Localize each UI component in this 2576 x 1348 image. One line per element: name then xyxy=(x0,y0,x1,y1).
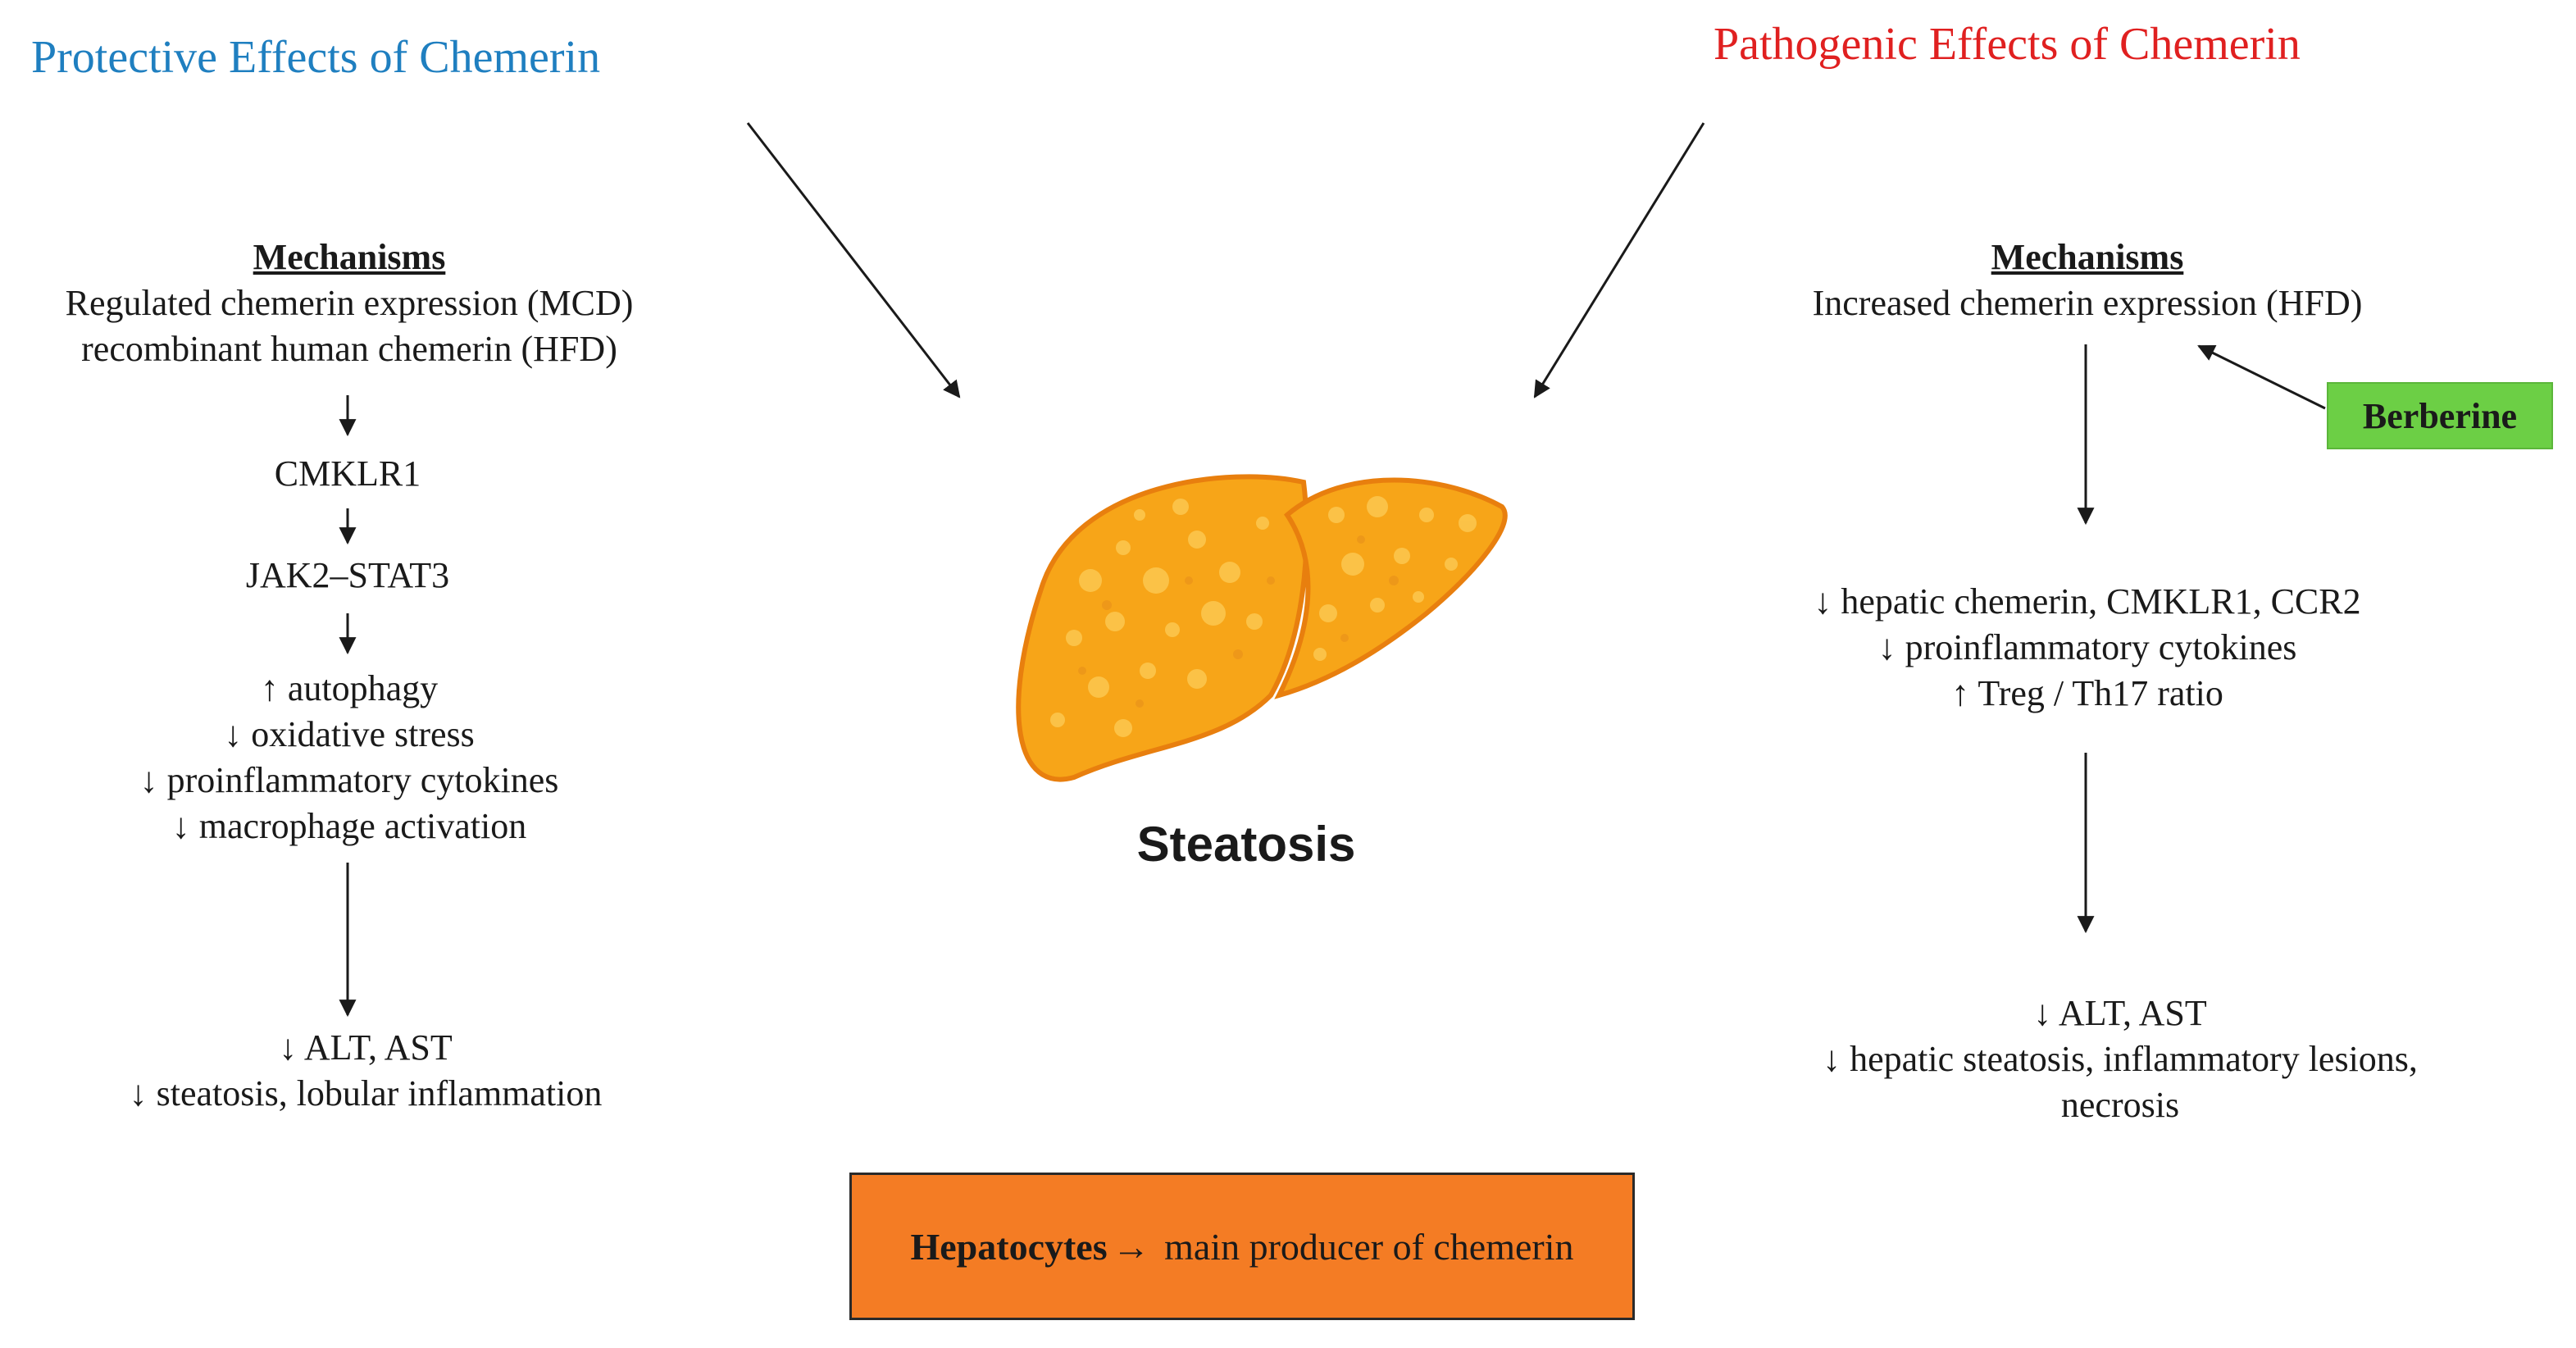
right-mechanisms-heading: Mechanisms xyxy=(1991,237,2184,277)
left-jak2-stat3: JAK2–STAT3 xyxy=(245,555,450,595)
right-mechanisms: Mechanisms Increased chemerin expression… xyxy=(1727,235,2448,326)
left-effects: ↑ autophagy ↓ oxidative stress ↓ proinfl… xyxy=(5,666,694,849)
right-intro: Increased chemerin expression (HFD) xyxy=(1812,283,2363,323)
berberine-box: Berberine xyxy=(2327,382,2553,449)
hepatocytes-arrow: → xyxy=(1112,1225,1150,1268)
left-outcome-1: ↓ ALT, AST xyxy=(279,1027,453,1068)
arrow-protective-to-liver xyxy=(746,122,961,398)
hepatocytes-description: main producer of chemerin xyxy=(1154,1225,1574,1268)
right-effect-3: ↑ Treg / Th17 ratio xyxy=(1951,673,2223,713)
left-intro-line-1: Regulated chemerin expression (MCD) xyxy=(65,283,634,323)
right-effect-2: ↓ proinflammatory cytokines xyxy=(1877,627,2297,667)
left-effect-3: ↓ proinflammatory cytokines xyxy=(139,760,559,800)
left-effect-4: ↓ macrophage activation xyxy=(171,806,527,846)
hepatocytes-box: Hepatocytes → main producer of chemerin xyxy=(849,1173,1635,1320)
arrow-berberine-inhibits xyxy=(2197,344,2326,410)
left-outcome-2: ↓ steatosis, lobular inflammation xyxy=(129,1073,603,1113)
right-outcomes: ↓ ALT, AST ↓ hepatic steatosis, inflamma… xyxy=(1727,991,2514,1128)
liver-icon xyxy=(984,449,1525,810)
right-outcome-2: ↓ hepatic steatosis, inflammatory lesion… xyxy=(1823,1039,2418,1079)
right-effect-1: ↓ hepatic chemerin, CMKLR1, CCR2 xyxy=(1814,581,2361,622)
left-effect-1: ↑ autophagy xyxy=(260,668,439,708)
left-effect-2: ↓ oxidative stress xyxy=(224,714,475,754)
steatosis-label: Steatosis xyxy=(1136,817,1356,872)
right-outcome-1: ↓ ALT, AST xyxy=(2033,993,2207,1033)
arrow-pathogenic-to-liver xyxy=(1533,122,1705,398)
right-outcome-3: necrosis xyxy=(2060,1085,2180,1125)
left-mechanisms-heading: Mechanisms xyxy=(253,237,446,277)
left-intro-line-2: recombinant human chemerin (HFD) xyxy=(81,329,617,369)
left-outcomes: ↓ ALT, AST ↓ steatosis, lobular inflamma… xyxy=(5,1025,726,1117)
protective-title: Protective Effects of Chemerin xyxy=(31,32,601,83)
right-effects: ↓ hepatic chemerin, CMKLR1, CCR2 ↓ proin… xyxy=(1727,579,2448,717)
left-cmklr1: CMKLR1 xyxy=(274,453,421,494)
hepatocytes-label: Hepatocytes xyxy=(910,1225,1108,1268)
left-mechanisms: Mechanisms Regulated chemerin expression… xyxy=(5,235,694,372)
pathogenic-title: Pathogenic Effects of Chemerin xyxy=(1714,19,2301,70)
